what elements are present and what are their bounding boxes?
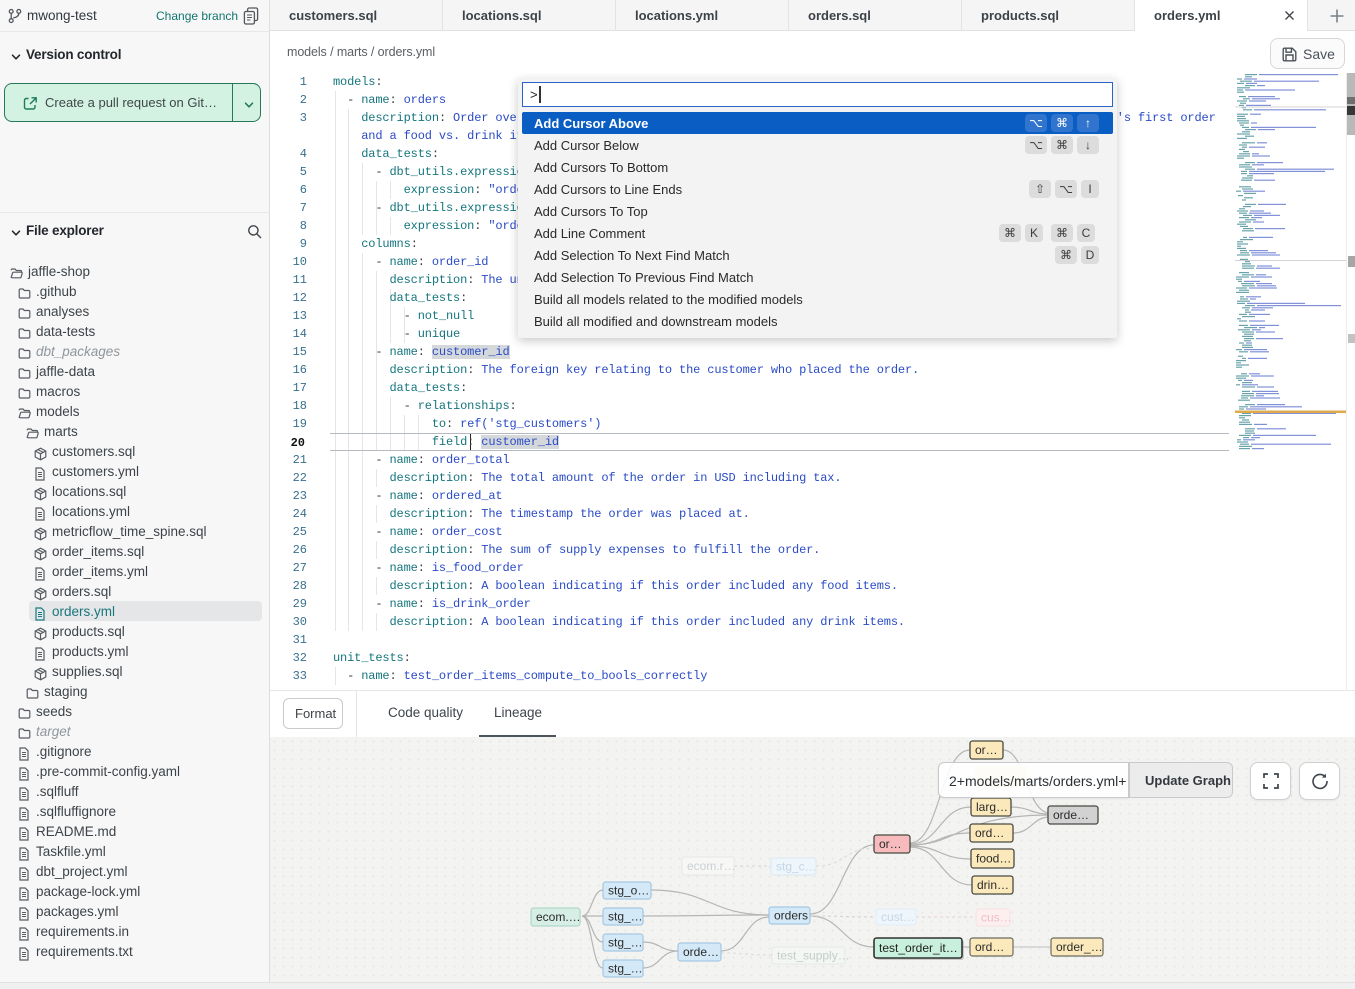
svg-text:ord…: ord… <box>975 826 1004 840</box>
svg-text:stg_…: stg_… <box>608 962 643 976</box>
svg-text:larg…: larg… <box>976 800 1008 814</box>
svg-text:drin…: drin… <box>977 878 1009 892</box>
svg-text:stg_…: stg_… <box>608 910 643 924</box>
svg-text:stg_…: stg_… <box>608 936 643 950</box>
svg-text:order_…: order_… <box>1056 940 1103 954</box>
svg-text:cust…: cust… <box>881 910 915 924</box>
svg-text:test_supply…: test_supply… <box>777 949 850 963</box>
svg-text:ecom.r…: ecom.r… <box>687 859 736 873</box>
svg-text:cus…: cus… <box>981 911 1012 925</box>
svg-text:orde…: orde… <box>1053 808 1089 822</box>
svg-text:stg_c…: stg_c… <box>776 860 817 874</box>
svg-text:or…: or… <box>975 743 998 757</box>
svg-text:orde…: orde… <box>683 945 719 959</box>
svg-text:test_order_it…: test_order_it… <box>879 941 958 955</box>
svg-text:orders: orders <box>774 909 808 923</box>
svg-text:or…: or… <box>879 837 902 851</box>
svg-text:ecom.…: ecom.… <box>536 910 581 924</box>
svg-text:stg_o…: stg_o… <box>608 884 649 898</box>
svg-text:ord…: ord… <box>975 940 1004 954</box>
svg-text:food…: food… <box>976 852 1011 866</box>
